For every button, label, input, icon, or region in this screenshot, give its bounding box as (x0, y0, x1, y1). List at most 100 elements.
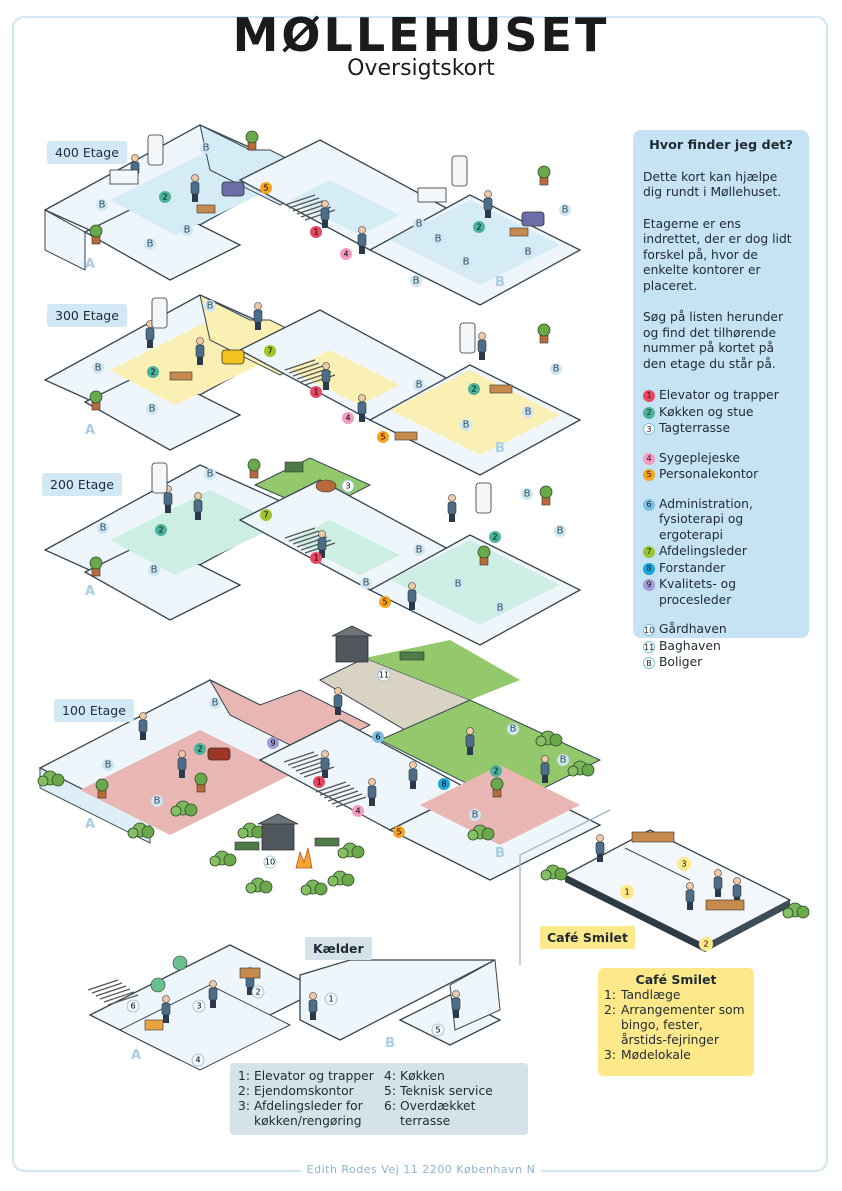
legend-item-label: Boliger (659, 655, 703, 669)
svg-text:4: 4 (195, 1056, 200, 1065)
legend-item: 3 Tagterrasse (643, 421, 799, 437)
svg-text:B: B (495, 846, 505, 861)
svg-text:6: 6 (130, 1002, 135, 1011)
svg-text:B: B (562, 205, 569, 216)
svg-text:2: 2 (492, 533, 497, 542)
basement-map: 1 2 3 4 5 6 A B (87, 944, 502, 1071)
legend-item-label: Baghaven (659, 638, 721, 653)
cafe-item: 1:Tandlæge (604, 988, 681, 1002)
svg-text:B: B (100, 523, 107, 534)
floor-100-map: 2 2 1 4 5 6 8 9 11 10 B B B B B B A B (37, 625, 602, 896)
svg-text:B: B (495, 441, 505, 456)
floor-label-100: 100 Etage (54, 699, 134, 722)
svg-text:5: 5 (435, 1026, 440, 1035)
legend-marker: B (643, 657, 655, 669)
legend-marker: 3 (643, 423, 655, 435)
svg-text:B: B (557, 526, 564, 537)
svg-text:A: A (85, 817, 95, 832)
svg-text:11: 11 (379, 671, 389, 680)
svg-text:2: 2 (255, 988, 260, 997)
svg-text:B: B (435, 234, 442, 245)
legend-intro-1: Dette kort kan hjælpe dig rundt i Mølleh… (643, 169, 782, 200)
svg-text:2: 2 (471, 385, 476, 394)
svg-text:B: B (524, 489, 531, 500)
legend-item-label: Sygeplejeske (659, 450, 740, 465)
svg-text:B: B (149, 404, 156, 415)
cafe-item-label: Tandlæge (621, 988, 681, 1002)
svg-text:B: B (463, 420, 470, 431)
cafe-legend-title: Café Smilet (635, 972, 717, 987)
svg-text:B: B (413, 276, 420, 287)
basement-item: 1:Elevator og trapper (238, 1069, 374, 1083)
svg-text:A: A (131, 1048, 141, 1063)
svg-text:3: 3 (681, 860, 686, 869)
svg-text:2: 2 (150, 368, 155, 377)
svg-text:7: 7 (263, 511, 268, 520)
svg-text:B: B (203, 143, 210, 154)
svg-text:B: B (184, 225, 191, 236)
legend-item: 10 Gårdhaven (643, 622, 799, 638)
svg-text:9: 9 (270, 739, 275, 748)
floor-400-map: 2 2 1 4 5 B B B B B B B B B B A B (43, 124, 582, 306)
legend-marker: 10 (643, 624, 655, 636)
svg-text:B: B (416, 380, 423, 391)
legend-intro-3: Søg på listen herunder og find det tilhø… (643, 310, 784, 371)
svg-text:6: 6 (375, 733, 380, 742)
svg-text:B: B (212, 698, 219, 709)
svg-text:B: B (497, 603, 504, 614)
legend-marker: 9 (643, 579, 655, 591)
legend-item-label: Tagterrasse (659, 421, 731, 435)
legend-marker: 4 (643, 452, 655, 465)
legend-intro-2: Etagerne er ens indrettet, der er dog li… (643, 216, 792, 293)
cafe-item: 3:Mødelokale (604, 1048, 691, 1062)
svg-text:1: 1 (328, 995, 333, 1004)
svg-text:A: A (85, 257, 95, 272)
basement-item: 6:Overdækket terrasse (384, 1099, 476, 1128)
legend-item: 11 Baghaven (643, 639, 799, 655)
svg-text:B: B (99, 200, 106, 211)
svg-text:2: 2 (493, 767, 498, 776)
svg-text:3: 3 (345, 482, 350, 491)
svg-text:1: 1 (624, 888, 629, 897)
svg-text:B: B (455, 579, 462, 590)
svg-text:10: 10 (265, 858, 275, 867)
legend-item-label: Kvalitets- og procesleder (659, 577, 736, 607)
svg-text:2: 2 (197, 745, 202, 754)
page-title: MØLLEHUSET (232, 8, 610, 62)
svg-text:B: B (151, 565, 158, 576)
svg-text:4: 4 (343, 250, 348, 259)
svg-text:B: B (525, 407, 532, 418)
svg-text:4: 4 (345, 414, 350, 423)
svg-text:B: B (207, 301, 214, 312)
legend-item-label: Køkken og stue (659, 404, 754, 419)
cafe-tag: Café Smilet (540, 926, 635, 949)
svg-text:B: B (95, 363, 102, 374)
cafe-legend: Café Smilet 1:Tandlæge 2:Arrangementer s… (598, 968, 754, 1076)
svg-text:B: B (525, 247, 532, 258)
legend-marker: 7 (643, 546, 655, 558)
svg-text:B: B (416, 219, 423, 230)
svg-text:B: B (105, 760, 112, 771)
svg-text:5: 5 (396, 828, 401, 837)
legend-item-label: Gårdhaven (659, 622, 727, 636)
svg-text:3: 3 (196, 1002, 201, 1011)
legend-item: 4 Sygeplejeske (643, 451, 799, 467)
legend-marker: 11 (643, 640, 655, 653)
legend-marker: 1 (643, 390, 655, 402)
svg-text:7: 7 (267, 347, 272, 356)
svg-text:A: A (85, 423, 95, 438)
svg-text:2: 2 (162, 193, 167, 202)
svg-text:B: B (207, 469, 214, 480)
basement-tag: Kælder (305, 937, 372, 960)
svg-text:5: 5 (263, 184, 268, 193)
svg-text:B: B (560, 755, 567, 766)
svg-text:4: 4 (355, 807, 360, 816)
legend-item-label: Afdelingsleder (659, 544, 747, 558)
svg-text:B: B (463, 257, 470, 268)
legend-item: B Boliger (643, 655, 799, 671)
